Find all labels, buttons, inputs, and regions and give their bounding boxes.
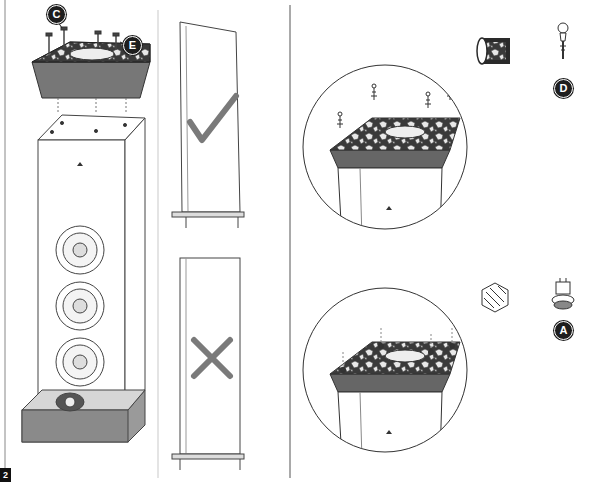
callout-letter: E (123, 36, 142, 55)
callout-letter: C (47, 5, 66, 24)
page-number: 2 (0, 468, 11, 482)
callout-letter: A (554, 321, 573, 340)
callout-text: A (560, 325, 568, 336)
side-view-wrong (172, 258, 244, 470)
speaker-tower (22, 115, 145, 442)
detail-circle-glides (303, 278, 574, 460)
callout-text: E (129, 40, 136, 51)
callout-text: C (53, 9, 61, 20)
page-number-text: 2 (3, 471, 8, 480)
side-view-correct (172, 22, 244, 228)
top-plate (32, 22, 150, 112)
callout-text: D (560, 83, 568, 94)
callout-letter: D (554, 79, 573, 98)
detail-circle-pins (303, 23, 568, 240)
